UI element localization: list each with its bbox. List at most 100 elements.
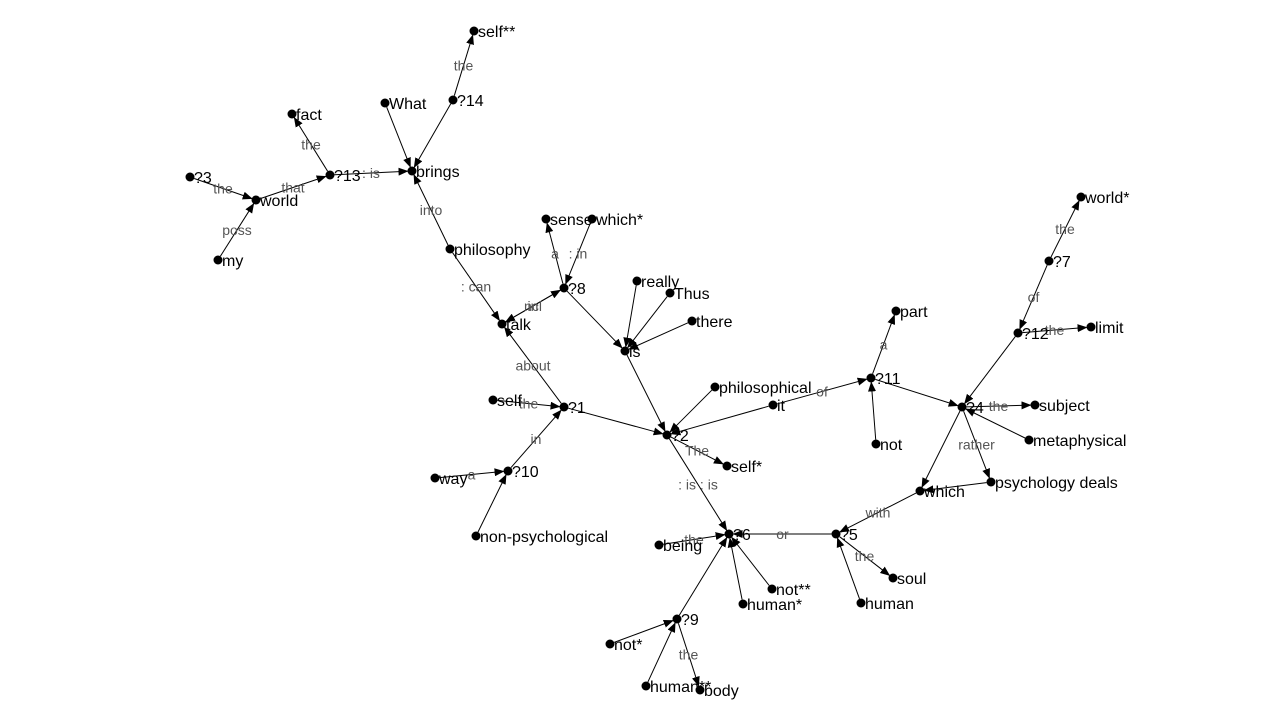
node-dot — [957, 402, 967, 412]
node-dot — [687, 316, 697, 326]
edge-label: with — [865, 505, 891, 521]
graph-node: philosophy — [445, 242, 531, 259]
edge-label: in — [528, 298, 539, 314]
edge-what-to-brings — [386, 107, 411, 168]
node-label: it — [777, 398, 786, 415]
edge-q9-to-body — [677, 623, 700, 687]
edge-human2-to-q9 — [647, 622, 676, 683]
edge-world-to-q13 — [260, 175, 327, 200]
graph-node: psychology deals — [986, 475, 1118, 492]
edge-thus-to-is — [627, 296, 668, 349]
edge-q2-to-self1 — [670, 436, 724, 465]
graph-node: ?4 — [957, 400, 984, 417]
edge-q4-to-psych — [963, 411, 990, 479]
node-label: brings — [416, 164, 460, 181]
node-dot — [710, 382, 720, 392]
graph-node: brings — [407, 164, 460, 181]
edge-label: the — [989, 398, 1009, 414]
edge-q12-to-q4 — [964, 336, 1016, 405]
edge-q13-to-fact — [293, 116, 329, 172]
node-label: talk — [506, 317, 532, 334]
edge-q12-to-limit — [1022, 324, 1088, 334]
graph-node: ?9 — [672, 612, 699, 629]
node-label: which — [923, 484, 965, 501]
edge-q8-to-talk — [505, 289, 561, 323]
node-label: human — [865, 596, 914, 613]
node-label: way — [438, 471, 467, 488]
edge-q1-to-talk — [504, 326, 562, 404]
node-label: which* — [595, 212, 643, 229]
graph-node: part — [891, 304, 928, 321]
graph-node: being — [654, 538, 702, 555]
node-dot — [1086, 322, 1096, 332]
node-label: not** — [776, 582, 811, 599]
node-dot — [891, 306, 901, 316]
node-label: ?9 — [681, 612, 699, 629]
graph-node: it — [768, 398, 786, 415]
node-label: being — [663, 538, 702, 555]
edge-label: a — [468, 467, 476, 483]
graph-node: not — [871, 437, 903, 454]
node-dot — [1030, 400, 1040, 410]
node-dot — [430, 473, 440, 483]
node-dot — [866, 373, 876, 383]
node-label: philosophy — [454, 242, 531, 259]
node-label: ?7 — [1053, 254, 1071, 271]
node-dot — [445, 244, 455, 254]
node-label: ?2 — [671, 428, 689, 445]
node-dot — [986, 477, 996, 487]
node-label: subject — [1039, 398, 1090, 415]
node-label: ?1 — [568, 400, 586, 417]
node-dot — [1013, 328, 1023, 338]
node-dot — [888, 573, 898, 583]
graph-node: ?13 — [325, 168, 361, 185]
graph-node: ?7 — [1044, 254, 1071, 271]
graph-node: self — [488, 393, 522, 410]
edge-there-to-is — [628, 322, 689, 350]
edge-is-to-q2 — [626, 354, 666, 432]
node-label: ?10 — [512, 464, 539, 481]
node-dot — [251, 195, 261, 205]
graph-node: ?8 — [559, 281, 586, 298]
graph-node: talk — [497, 317, 532, 334]
node-dot — [325, 170, 335, 180]
edge-not2-to-q6 — [731, 536, 770, 586]
node-dot — [497, 319, 507, 329]
graph-node: human* — [738, 597, 802, 614]
node-dot — [856, 598, 866, 608]
node-label: self — [497, 393, 522, 410]
edge-q14-to-self2 — [453, 34, 474, 96]
edge-human1-to-q6 — [727, 537, 743, 600]
node-dot — [632, 276, 642, 286]
edge-label: : is : is — [678, 477, 718, 493]
node-label: ?11 — [875, 371, 901, 388]
graph-node: way — [430, 471, 467, 488]
edge-it-to-q2 — [670, 405, 769, 436]
node-dot — [380, 98, 390, 108]
node-dot — [541, 214, 551, 224]
node-label: ?4 — [966, 400, 984, 417]
node-label: limit — [1095, 320, 1124, 337]
node-label: What — [389, 96, 427, 113]
edge-q11-to-part — [872, 314, 896, 374]
edge-really-to-is — [623, 285, 637, 348]
edge-q13-to-brings — [334, 167, 409, 176]
edge-q11-to-q4 — [875, 378, 959, 407]
edge-label: : in — [569, 246, 588, 262]
graph-node: which — [915, 484, 965, 501]
edge-q14-to-brings — [413, 103, 452, 168]
node-label: self* — [731, 459, 762, 476]
node-dot — [213, 255, 223, 265]
graph-node: human — [856, 596, 914, 613]
graph-node: Thus — [665, 286, 710, 303]
edge-q8-to-is — [566, 290, 623, 349]
edge-being-to-q6 — [663, 532, 726, 545]
node-label: not — [880, 437, 903, 454]
graph-node: ?3 — [185, 170, 212, 187]
edge-metaphysical-to-q4 — [965, 408, 1026, 439]
edge-label: The — [685, 443, 709, 459]
node-dot — [407, 166, 417, 176]
graph-node: ?11 — [866, 371, 901, 388]
graph-node: philosophical — [710, 380, 812, 397]
